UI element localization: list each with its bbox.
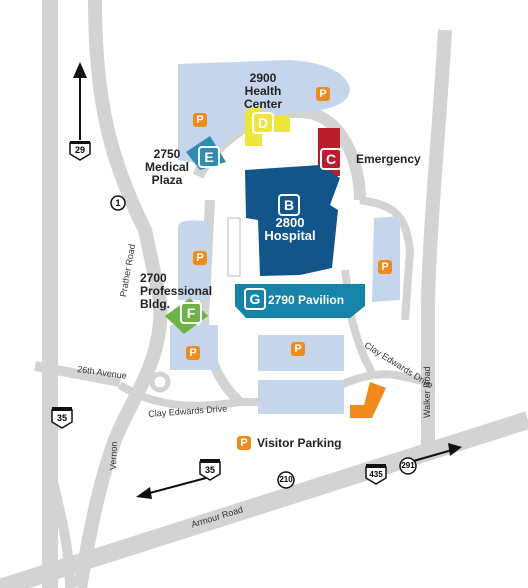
- campus-loop-east: [341, 269, 376, 375]
- north-arrow-icon: [73, 62, 87, 140]
- hospital-building: [245, 165, 340, 276]
- i35-south-shield-label: 35: [204, 465, 215, 475]
- south-lot-2: [258, 380, 344, 414]
- parking-marker: P: [316, 87, 330, 101]
- building-e-badge: E: [198, 146, 220, 168]
- vernon-ramp-line: [45, 468, 75, 588]
- parking-garage-orange: [350, 382, 386, 418]
- legend-parking-icon: P: [237, 436, 251, 450]
- hospital-label: 2800 Hospital: [264, 215, 316, 243]
- state291-shield-label: 291: [401, 461, 415, 470]
- medical-plaza-label: 2750 Medical Plaza: [144, 147, 189, 187]
- health-center-label: 2900 Health Center: [243, 71, 282, 111]
- east-lot-drive: [359, 196, 415, 321]
- legend-visitor-parking-label: Visitor Parking: [257, 436, 342, 450]
- roundabout: [149, 371, 171, 393]
- professional-label: 2700 Professional Bldg.: [140, 271, 213, 311]
- i29-shield-label: 29: [74, 145, 85, 155]
- double-arrow-icon: [136, 443, 462, 499]
- twentysixth-avenue-line: [34, 361, 121, 387]
- parking-marker: P: [186, 346, 200, 360]
- pavilion-building: [235, 284, 365, 318]
- state1-shield-label: 1: [115, 198, 121, 208]
- parking-marker: P: [193, 251, 207, 265]
- state291-shield-icon: [399, 457, 417, 475]
- vernon-road-label: Vernon: [108, 441, 119, 471]
- state1-shield-icon: [110, 195, 126, 211]
- parking-marker: P: [193, 113, 207, 127]
- i35-west-shield-label: 35: [56, 413, 67, 423]
- prather-road-line: [73, 0, 168, 588]
- building-g-badge: G: [244, 288, 266, 310]
- i435-shield-label: 435: [369, 470, 383, 479]
- walker-road-line: [421, 29, 452, 455]
- route-shield-shapes: [51, 141, 417, 489]
- building-d-badge: D: [252, 112, 274, 134]
- parking-marker: P: [378, 260, 392, 274]
- east-lot: [372, 216, 400, 302]
- building-f-badge: F: [180, 302, 202, 324]
- emergency-label: Emergency: [356, 152, 421, 166]
- state210-shield-icon: [277, 471, 295, 489]
- building-c-badge: C: [320, 148, 342, 170]
- garage-structure: [227, 217, 241, 277]
- state210-shield-label: 210: [279, 475, 293, 484]
- walker-road-label: Walker Road: [422, 366, 432, 418]
- building-b-badge: B: [278, 194, 300, 216]
- armour-road-line: [0, 411, 528, 588]
- parking-marker: P: [291, 342, 305, 356]
- pavilion-label: 2790 Pavilion: [268, 293, 345, 307]
